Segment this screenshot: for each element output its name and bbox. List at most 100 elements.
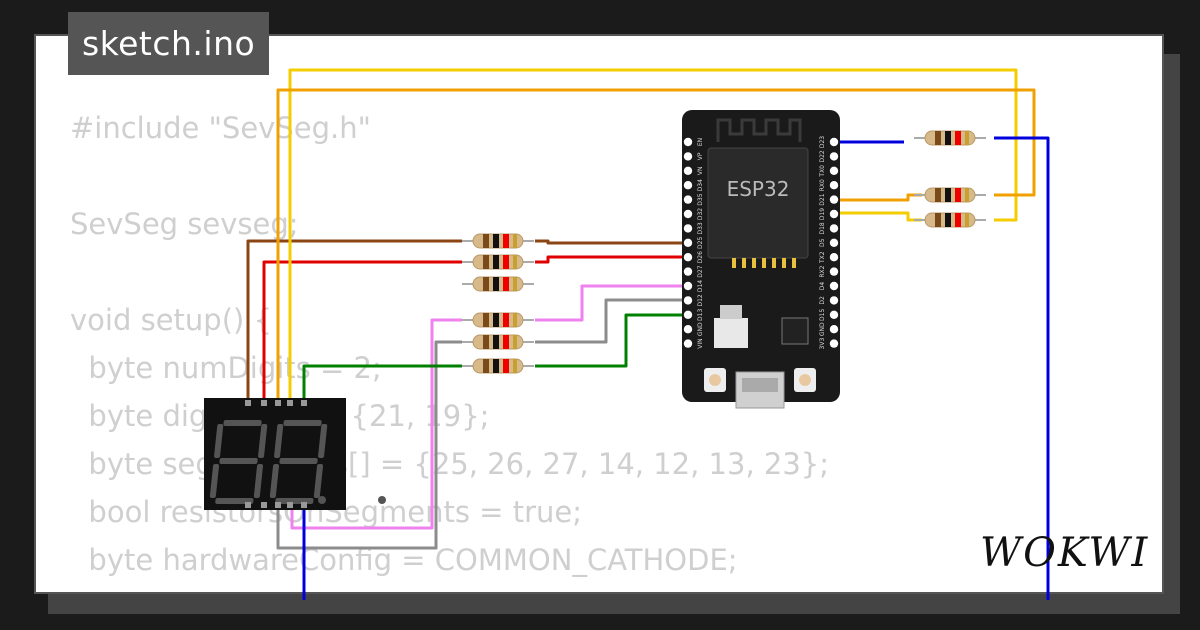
pin-hole [683, 325, 693, 334]
pin-hole [829, 267, 839, 276]
blue-wire [836, 136, 1050, 600]
pin-label: D14 [697, 280, 704, 292]
segment [274, 424, 284, 458]
resistor[interactable] [461, 233, 535, 249]
segment [223, 420, 262, 426]
pin-label: D21 [819, 193, 826, 205]
resistor[interactable] [461, 334, 535, 350]
display-pin [261, 502, 267, 508]
pin-hole [683, 310, 693, 319]
pin-hole [683, 181, 693, 190]
reset-button[interactable] [704, 368, 726, 392]
gray-wire [276, 298, 688, 550]
pin-hole [829, 195, 839, 204]
pink-wire [290, 284, 688, 530]
pin-label: D25 [697, 236, 704, 248]
boot-button[interactable] [794, 368, 816, 392]
pin-label: D5 [819, 238, 826, 247]
resistor[interactable] [461, 358, 535, 374]
pin-hole [683, 339, 693, 348]
pin-label: D27 [697, 265, 704, 277]
pin-label: D23 [819, 136, 826, 148]
brown-wire [246, 239, 688, 406]
pin-hole [829, 238, 839, 247]
pin-label: VN [697, 167, 704, 176]
resistor[interactable] [461, 276, 535, 292]
pin-label: TX0 [819, 165, 826, 178]
seven-segment-display[interactable] [204, 398, 386, 510]
pin-label: D35 [697, 193, 704, 205]
segment [269, 464, 280, 498]
display-pin [287, 502, 293, 508]
segment [258, 424, 268, 458]
pin-label: D33 [697, 222, 704, 234]
decimal-point [318, 496, 326, 504]
pin-label: 3V3 [819, 338, 826, 350]
yellow-wire [288, 68, 1018, 406]
pin-hole [683, 296, 693, 305]
pin-label: VP [697, 152, 704, 160]
segment [279, 458, 318, 464]
code-line: void setup() { [70, 303, 272, 337]
pin-hole [683, 224, 693, 233]
pin-hole [829, 281, 839, 291]
wokwi-logo: WOKWI [980, 530, 1149, 576]
pin-hole [683, 209, 693, 219]
pin-hole [829, 310, 839, 319]
pin-label: TX2 [819, 251, 826, 264]
pin-hole [683, 281, 693, 291]
pin-hole [829, 253, 839, 262]
pin-label: VIN [697, 338, 704, 348]
pin-hole [829, 325, 839, 334]
resistor[interactable] [913, 130, 987, 146]
pin-label: D34 [697, 179, 704, 191]
pin-hole [829, 166, 839, 175]
resistor[interactable] [461, 254, 535, 270]
pin-hole [829, 209, 839, 219]
pin-label: GND [819, 322, 826, 336]
decimal-point [378, 496, 386, 504]
pin-label: D18 [819, 222, 826, 234]
segment [283, 420, 322, 426]
segment [214, 424, 224, 458]
pin-hole [829, 296, 839, 305]
esp32-board[interactable]: ESP32 ENVPVND34D35D32D33D25D26D27D14D12D… [682, 110, 840, 409]
pin-hole [683, 152, 693, 161]
pin-label: EN [697, 138, 704, 146]
display-pin [245, 400, 251, 406]
pin-label: D19 [819, 208, 826, 220]
filename-tab: sketch.ino [68, 12, 270, 75]
pin-hole [683, 253, 693, 262]
pin-hole [829, 224, 839, 233]
pin-hole [683, 267, 693, 276]
pin-hole [829, 137, 839, 147]
pin-hole [829, 339, 839, 348]
code-line: sevseg.begin(hardwareConfig, numDigits, … [70, 584, 1162, 592]
resistor[interactable] [913, 187, 987, 203]
pin-hole [829, 181, 839, 190]
pin-label: D4 [819, 282, 826, 291]
segment [219, 458, 258, 464]
green-wire [302, 313, 688, 406]
pin-hole [829, 152, 839, 161]
display-pin [301, 400, 307, 406]
display-pin [261, 400, 267, 406]
segment [313, 464, 324, 498]
pin-label: D26 [697, 251, 704, 263]
display-pin [301, 502, 307, 508]
segment [215, 498, 254, 504]
pin-hole [683, 166, 693, 175]
esp32-label: ESP32 [727, 177, 790, 201]
resistor[interactable] [913, 212, 987, 228]
pin-label: RX0 [819, 179, 826, 191]
display-pin [275, 502, 281, 508]
pin-hole [683, 238, 693, 247]
pin-hole [683, 137, 693, 147]
segment [318, 424, 328, 458]
segment [209, 464, 220, 498]
resistor[interactable] [461, 312, 535, 328]
pin-label: D22 [819, 150, 826, 162]
display-pin [287, 400, 293, 406]
red-wire [262, 255, 688, 406]
display-pin [275, 400, 281, 406]
